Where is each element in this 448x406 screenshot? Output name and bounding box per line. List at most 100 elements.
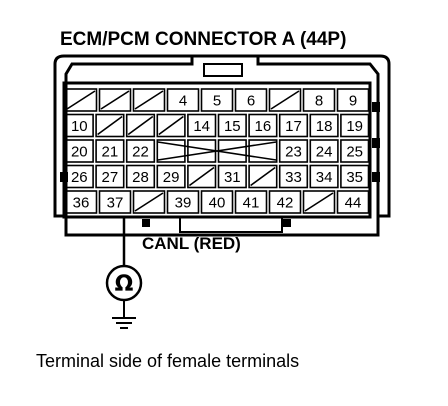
terminal-26 [64,164,94,189]
terminal-27 [95,164,125,189]
terminal-label-39: 39 [175,195,192,212]
blank-slash [66,90,96,110]
terminal-label-18: 18 [316,118,333,135]
terminal-label-40: 40 [209,195,226,212]
terminal-blank [132,88,166,112]
terminal-label-16: 16 [255,118,272,135]
terminal-label-35: 35 [346,169,363,186]
terminal-blank [156,113,186,138]
housing-latches [60,102,380,182]
blank-slash [250,166,276,187]
blank-slash [134,90,164,110]
terminal-37 [98,190,132,214]
terminal-25 [340,139,370,163]
terminal-label-15: 15 [224,118,241,135]
terminal-28 [125,164,156,189]
terminal-blank [156,139,186,163]
terminal-label-33: 33 [285,169,302,186]
terminal-label-9: 9 [349,93,357,110]
terminal-22 [125,139,156,163]
terminal-18 [309,113,339,138]
terminal-label-4: 4 [179,93,187,110]
terminal-blank [302,190,336,214]
terminal-40 [200,190,234,214]
terminal-label-34: 34 [316,169,333,186]
blank-slash [97,115,123,136]
terminal-label-28: 28 [132,169,149,186]
terminal-9 [336,88,370,112]
terminal-label-8: 8 [315,93,323,110]
terminal-blank [125,113,156,138]
terminal-label-36: 36 [73,195,90,212]
terminal-blank [95,113,125,138]
blank-slash [270,90,300,110]
terminal-label-21: 21 [102,144,119,161]
blank-slash [134,192,164,212]
terminal-blank [98,88,132,112]
terminal-label-14: 14 [193,118,210,135]
terminal-label-42: 42 [277,195,294,212]
terminal-blank [248,139,278,163]
terminal-label-22: 22 [132,144,149,161]
connector-bottom-tabs [142,218,291,233]
terminal-31 [217,164,247,189]
terminal-17 [278,113,309,138]
terminal-label-25: 25 [346,144,363,161]
terminal-29 [156,164,186,189]
ohm-symbol-icon: Ω [115,272,134,297]
terminal-label-44: 44 [345,195,362,212]
blank-slash [188,166,215,187]
terminal-label-6: 6 [247,93,255,110]
blank-slash [304,192,334,212]
terminal-label-37: 37 [107,195,124,212]
terminal-blank [217,139,247,163]
terminal-blank [268,88,302,112]
terminal-42 [268,190,302,214]
terminal-41 [234,190,268,214]
terminal-label-19: 19 [346,118,363,135]
terminal-4 [166,88,200,112]
terminal-label-10: 10 [71,118,88,135]
terminal-24 [309,139,339,163]
terminal-14 [187,113,217,138]
terminal-blank [132,190,166,214]
terminal-6 [234,88,268,112]
terminal-blank [187,164,217,189]
terminal-blank [248,164,278,189]
terminal-16 [248,113,278,138]
terminal-23 [278,139,309,163]
terminal-label-29: 29 [163,169,180,186]
terminal-blank [187,139,217,163]
terminal-19 [340,113,370,138]
terminal-8 [302,88,336,112]
terminal-39 [166,190,200,214]
terminal-blank [64,88,98,112]
terminal-44 [336,190,370,214]
terminal-label-26: 26 [71,169,88,186]
terminal-label-23: 23 [285,144,302,161]
caption: Terminal side of female terminals [36,351,299,371]
terminal-33 [278,164,309,189]
terminal-10 [64,113,94,138]
blank-slash [127,115,154,136]
connector-title: ECM/PCM CONNECTOR A (44P) [60,29,346,50]
terminal-36 [64,190,98,214]
terminal-label-27: 27 [102,169,119,186]
terminal-15 [217,113,247,138]
terminal-label-5: 5 [213,93,221,110]
terminal-21 [95,139,125,163]
blank-slash [158,115,184,136]
ohmmeter: Ω [105,264,143,302]
terminal-label-31: 31 [224,169,241,186]
terminal-label-24: 24 [316,144,333,161]
terminal-label-17: 17 [285,118,302,135]
probe-label: CANL (RED) [142,234,241,253]
terminal-label-41: 41 [243,195,260,212]
terminal-34 [309,164,339,189]
blank-cross [157,141,277,161]
terminal-5 [200,88,234,112]
ground-icon [112,300,136,329]
blank-slash [100,90,130,110]
terminal-35 [340,164,370,189]
